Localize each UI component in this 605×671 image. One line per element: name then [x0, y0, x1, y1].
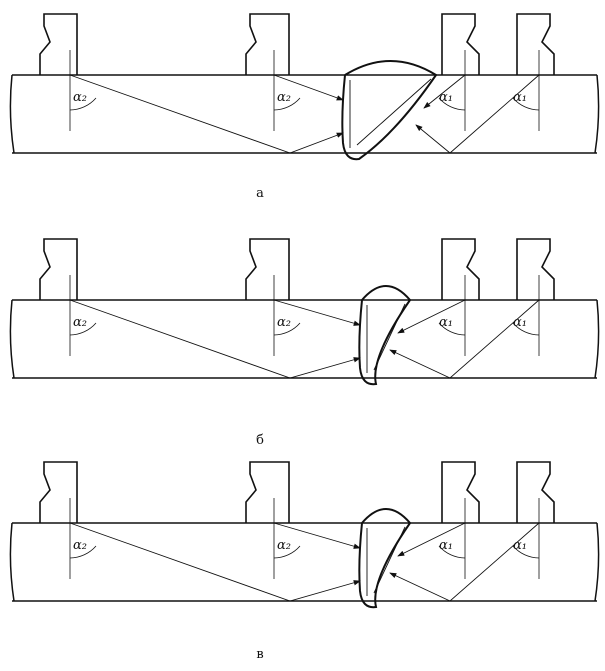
beam-path-alpha1-reflected [415, 74, 540, 154]
plate [9, 299, 600, 379]
fusion-line [366, 526, 406, 596]
angle-arc-2 [273, 322, 301, 336]
angle-label-alpha1: α₁ [439, 90, 453, 105]
angle-label-alpha1: α₁ [513, 538, 527, 553]
angle-label-alpha1: α₁ [439, 538, 453, 553]
beam-path-alpha2-direct [273, 74, 344, 101]
angle-arc-4 [512, 97, 540, 111]
angle-arc-3 [438, 545, 466, 559]
beam-path-alpha2-long [69, 299, 361, 379]
angle-arc-1 [69, 97, 97, 111]
beam-path-alpha1-direct [397, 522, 466, 557]
panel-label: б [256, 433, 264, 448]
beam-path-alpha1-reflected [389, 299, 540, 379]
probe-1 [39, 13, 78, 75]
angle-label-alpha2: α₂ [73, 538, 87, 553]
probe-2 [245, 13, 290, 75]
probe-4 [516, 461, 555, 523]
angle-arc-2 [273, 97, 301, 111]
probe-4 [516, 238, 555, 300]
probe-1 [39, 238, 78, 300]
angle-label-alpha2: α₂ [73, 90, 87, 105]
angle-label-alpha2: α₂ [277, 315, 291, 330]
weld-bead [358, 285, 412, 386]
angle-label-alpha2: α₂ [277, 90, 291, 105]
angle-label-alpha2: α₂ [73, 315, 87, 330]
panel-a: α₂ α₂ α₁ α₁ а [9, 13, 600, 201]
probe-1 [39, 461, 78, 523]
beam-path-alpha1-direct [397, 299, 466, 334]
angle-arc-3 [438, 97, 466, 111]
angle-label-alpha1: α₁ [513, 315, 527, 330]
angle-arc-4 [512, 322, 540, 336]
panel-v: α₂ α₂ α₁ α₁ в [9, 461, 600, 662]
angle-arc-4 [512, 545, 540, 559]
weld-bead [341, 60, 438, 161]
angle-label-alpha1: α₁ [439, 315, 453, 330]
beam-path-alpha2-long [69, 522, 361, 602]
panel-b: α₂ α₂ α₁ α₁ б [9, 238, 600, 448]
probe-4 [516, 13, 555, 75]
fusion-line [349, 78, 432, 148]
beam-path-alpha1-reflected [389, 522, 540, 602]
probe-2 [245, 461, 290, 523]
weld-bead [358, 508, 412, 609]
probe-3 [441, 13, 480, 75]
angle-arc-1 [69, 545, 97, 559]
angle-arc-3 [438, 322, 466, 336]
angle-arc-1 [69, 322, 97, 336]
fusion-line [366, 303, 406, 373]
angle-arc-2 [273, 545, 301, 559]
panel-label: а [256, 186, 264, 201]
plate [9, 522, 600, 602]
probe-2 [245, 238, 290, 300]
probe-3 [441, 461, 480, 523]
beam-path-alpha2-direct [273, 522, 361, 549]
beam-path-alpha1-direct [423, 74, 466, 109]
plate [9, 74, 600, 154]
probe-3 [441, 238, 480, 300]
panel-label: в [256, 647, 263, 662]
beam-path-alpha2-long [69, 74, 344, 154]
angle-label-alpha1: α₁ [513, 90, 527, 105]
angle-label-alpha2: α₂ [277, 538, 291, 553]
beam-path-alpha2-direct [273, 299, 361, 326]
